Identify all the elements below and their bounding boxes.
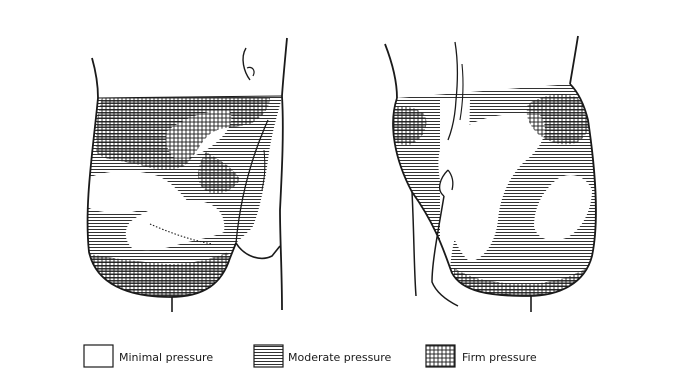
left-thigh-front: [236, 243, 280, 258]
left-figure: [80, 38, 290, 312]
legend-item-minimal: Minimal pressure: [84, 345, 213, 367]
legend-swatch-moderate: [254, 345, 283, 367]
legend-item-moderate: Moderate pressure: [254, 345, 392, 367]
legend-label-minimal: Minimal pressure: [119, 351, 213, 364]
legend: Minimal pressure Moderate pressure Firm …: [84, 345, 537, 367]
left-waist-line: [92, 58, 98, 98]
left-waist-line-right: [282, 38, 287, 96]
right-figure: [385, 36, 605, 312]
legend-item-firm: Firm pressure: [426, 345, 537, 367]
right-waist-left: [385, 44, 397, 98]
left-thumb-detail: [247, 67, 254, 76]
legend-swatch-firm: [426, 345, 455, 367]
legend-label-moderate: Moderate pressure: [288, 351, 392, 364]
legend-label-firm: Firm pressure: [462, 351, 537, 364]
legend-swatch-minimal: [84, 345, 113, 367]
left-thigh-back: [280, 96, 283, 310]
left-hand-detail: [243, 48, 250, 80]
right-waist-right: [570, 36, 578, 84]
right-thigh-left: [412, 192, 416, 296]
